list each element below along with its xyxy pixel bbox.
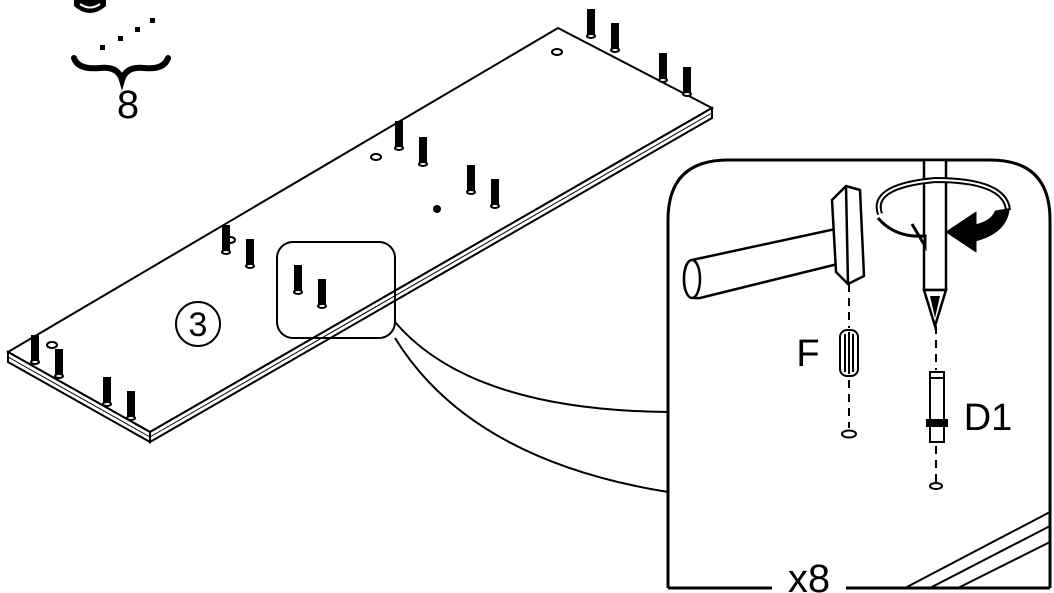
hole-marker — [46, 341, 58, 349]
panel-number-label: 3 — [189, 306, 208, 344]
highlight-box — [276, 241, 396, 339]
screwdriver-icon — [922, 158, 948, 331]
detail-callout: F D1 x8 — [666, 158, 1052, 593]
dowel-icon — [245, 239, 255, 269]
dowel-icon — [221, 225, 231, 255]
panel-number-badge: 3 — [175, 301, 221, 347]
dowel-icon — [293, 265, 303, 295]
curly-brace — [71, 55, 171, 91]
dowel-icon — [610, 23, 620, 53]
dowel-icon — [658, 53, 668, 83]
guide-lines — [848, 284, 937, 482]
hammer-icon — [682, 184, 866, 300]
board-dowels — [30, 9, 692, 421]
panel-board — [5, 26, 715, 444]
dowel-icon — [317, 279, 327, 309]
multiplier-label: x8 — [788, 557, 830, 593]
dowel-icon — [394, 121, 404, 151]
part-d1-label: D1 — [964, 397, 1013, 439]
dowel-icon — [126, 391, 136, 421]
dowel-icon — [30, 335, 40, 365]
rotation-arrow-icon — [875, 176, 1011, 253]
part-f-label: F — [796, 333, 819, 375]
dowel-f-icon — [839, 329, 859, 439]
hole-marker — [370, 153, 382, 161]
dotted-guide — [100, 18, 155, 50]
fastener-count-group: 8 — [71, 0, 171, 127]
dowel-icon — [102, 377, 112, 407]
dowel-icon — [466, 165, 476, 195]
cam-pin-d1-icon — [926, 371, 948, 490]
dowel-icon — [418, 137, 428, 167]
dowel-icon — [54, 349, 64, 379]
hole-marker — [433, 205, 441, 213]
dowel-icon — [586, 9, 596, 39]
hole-marker — [551, 48, 563, 56]
callout-connector — [394, 321, 669, 493]
dowel-icon — [490, 179, 500, 209]
count-label: 8 — [117, 83, 139, 127]
nut-icon — [74, 0, 106, 13]
board-edge-detail — [904, 511, 1051, 589]
dowel-icon — [682, 67, 692, 97]
